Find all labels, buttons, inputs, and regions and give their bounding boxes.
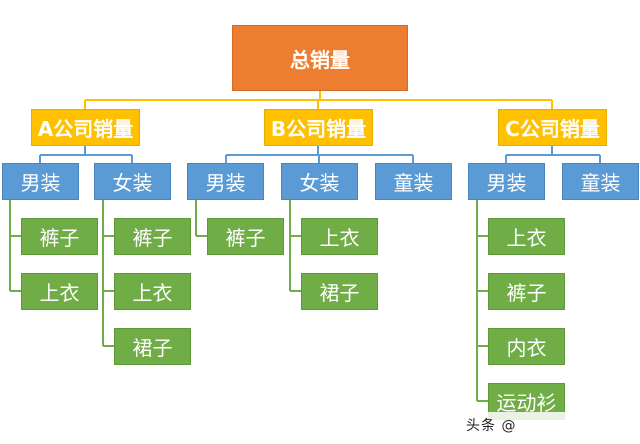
- category-node-b-womenswear: 女装: [281, 163, 358, 200]
- item-node-a-womenswear-skirt: 裙子: [114, 328, 191, 365]
- item-node-b-womenswear-tops: 上衣: [301, 218, 378, 255]
- item-node-a-womenswear-pants: 裤子: [114, 218, 191, 255]
- item-node-c-menswear-underwear: 内衣: [488, 328, 565, 365]
- company-node-b: B公司销量: [264, 109, 373, 146]
- category-node-b-kidswear: 童装: [375, 163, 452, 200]
- item-node-c-menswear-tops: 上衣: [488, 218, 565, 255]
- item-node-a-menswear-tops: 上衣: [21, 273, 98, 310]
- category-node-a-menswear: 男装: [2, 163, 79, 200]
- item-node-a-womenswear-tops: 上衣: [114, 273, 191, 310]
- category-node-c-kidswear: 童装: [562, 163, 639, 200]
- item-node-a-menswear-pants: 裤子: [21, 218, 98, 255]
- category-node-c-menswear: 男装: [468, 163, 545, 200]
- company-node-a: A公司销量: [31, 109, 140, 146]
- watermark: 头条 @: [462, 412, 634, 438]
- category-node-b-menswear: 男装: [187, 163, 264, 200]
- item-node-c-menswear-pants: 裤子: [488, 273, 565, 310]
- item-node-b-womenswear-skirt: 裙子: [301, 273, 378, 310]
- item-node-b-menswear-pants: 裤子: [207, 218, 284, 255]
- root-node-total-sales: 总销量: [232, 25, 408, 91]
- category-node-a-womenswear: 女装: [94, 163, 171, 200]
- company-node-c: C公司销量: [498, 109, 607, 146]
